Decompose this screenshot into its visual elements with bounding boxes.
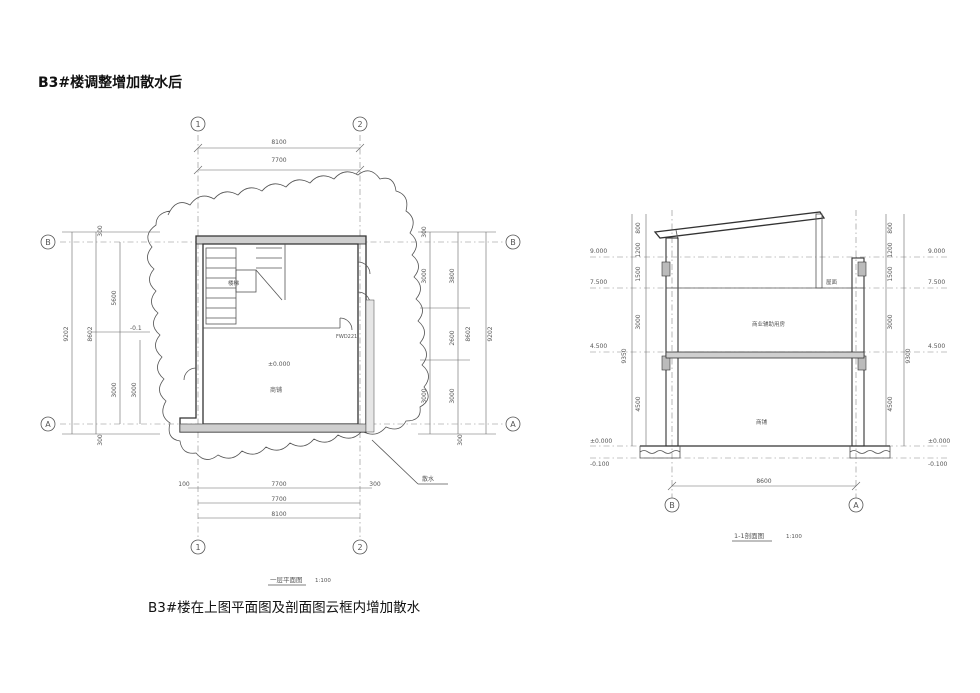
dim-sec-left-1200: 1200 <box>635 242 642 257</box>
room-shop: 商铺 <box>270 386 282 394</box>
note-apron: 散水 <box>422 475 434 483</box>
level-left: -0.1 <box>130 325 142 332</box>
grid-label-B-right: B <box>510 238 516 247</box>
revision-cloud <box>147 170 429 460</box>
grid-bubble-B-left <box>40 234 56 250</box>
section-drawing: 商业辅助用房 商铺 屋面 9.000 7.500 4.500 ±0.000 -0… <box>590 210 950 542</box>
page-title: B3#楼调整增加散水后 <box>38 75 183 91</box>
dim-right-300-bot: 300 <box>457 434 464 446</box>
dim-top-total: 8100 <box>271 139 286 146</box>
level-right-9000: 9.000 <box>928 248 945 255</box>
dim-left-300-top: 300 <box>97 225 104 237</box>
grid-bubble-B-right <box>505 234 521 250</box>
grid-bubble-1-top <box>190 116 206 132</box>
room-stair: 楼梯 <box>228 279 240 287</box>
grid-bubble-A-right <box>505 416 521 432</box>
dim-bottom-left: 100 <box>178 481 190 488</box>
level-right-0000: ±0.000 <box>928 438 950 445</box>
dim-top-inner: 7700 <box>271 157 286 164</box>
grid-label-2-top: 2 <box>357 120 362 129</box>
dim-right-9202: 9202 <box>487 326 494 341</box>
dim-right-3800: 3800 <box>449 268 456 283</box>
grid-bubble-1-bottom <box>190 539 206 555</box>
grid-bubble-2-bottom <box>352 539 368 555</box>
dim-sec-right-1500: 1500 <box>887 266 894 281</box>
room-upper: 商业辅助用房 <box>752 320 786 328</box>
section-title: 1-1剖面图 <box>734 531 764 540</box>
room-roof: 屋面 <box>826 279 838 286</box>
grid-label-2-bottom: 2 <box>357 543 362 552</box>
dim-left-9202: 9202 <box>63 326 70 341</box>
room-level: ±0.000 <box>268 361 290 368</box>
dim-sec-right-9300: 9300 <box>905 348 912 363</box>
grid-label-A-section: A <box>853 501 859 510</box>
dim-sec-left-4500: 4500 <box>635 396 642 411</box>
level-right-4500: 4.500 <box>928 343 945 350</box>
dim-left-3000: 3000 <box>111 382 118 397</box>
section-scale: 1:100 <box>786 534 802 540</box>
grid-label-B-section: B <box>669 501 675 510</box>
level-left-0100: -0.100 <box>590 461 610 468</box>
dim-left-300-bot: 300 <box>97 434 104 446</box>
grid-label-A-left: A <box>45 420 51 429</box>
level-right-0100: -0.100 <box>928 461 948 468</box>
dim-right-300-top: 300 <box>421 226 428 238</box>
dim-left-3000b: 3000 <box>131 382 138 397</box>
dim-sec-left-800: 800 <box>635 222 642 234</box>
dim-sec-left-9350: 9350 <box>621 348 628 363</box>
dim-sec-right-3000: 3000 <box>887 314 894 329</box>
dim-bottom-right: 300 <box>369 481 381 488</box>
section-levels-right: 9.000 7.500 4.500 ±0.000 -0.100 <box>928 248 950 468</box>
dim-sec-right-4500: 4500 <box>887 396 894 411</box>
dim-sec-bottom: 8600 <box>756 478 771 485</box>
dim-right-8602: 8602 <box>465 326 472 341</box>
level-left-7500: 7.500 <box>590 279 607 286</box>
level-right-7500: 7.500 <box>928 279 945 286</box>
grid-label-B-left: B <box>45 238 51 247</box>
plan-title: 一层平面图 <box>270 576 303 584</box>
dim-left-5600: 5600 <box>111 290 118 305</box>
dim-left-8602: 8602 <box>87 326 94 341</box>
dim-bottom-3: 8100 <box>271 511 286 518</box>
level-left-9000: 9.000 <box>590 248 607 255</box>
grid-bubble-A-left <box>40 416 56 432</box>
dim-bottom-2: 7700 <box>271 496 286 503</box>
dim-bottom-1: 7700 <box>271 481 286 488</box>
grid-label-1-bottom: 1 <box>195 543 200 552</box>
dim-sec-left-1500: 1500 <box>635 266 642 281</box>
dim-right-3000c: 3000 <box>449 388 456 403</box>
grid-bubble-2-top <box>352 116 368 132</box>
floor-plan: 8100 7700 1 2 9202 8602 5600 3000 3000 3… <box>40 116 521 586</box>
grid-bubble-B-section <box>664 497 680 513</box>
dim-right-2600: 2600 <box>449 330 456 345</box>
dim-sec-left-3000: 3000 <box>635 314 642 329</box>
door-tag: FWD221 <box>336 334 357 340</box>
plan-scale: 1:100 <box>315 578 331 584</box>
dim-sec-right-800: 800 <box>887 222 894 234</box>
level-left-4500: 4.500 <box>590 343 607 350</box>
stair <box>205 247 283 325</box>
grid-label-A-right: A <box>510 420 516 429</box>
dim-right-3000: 3000 <box>421 268 428 283</box>
section-levels-left: 9.000 7.500 4.500 ±0.000 -0.100 <box>590 248 612 468</box>
dim-right-3000b: 3000 <box>421 388 428 403</box>
page-caption: B3#楼在上图平面图及剖面图云框内增加散水 <box>148 600 421 616</box>
grid-bubble-A-section <box>848 497 864 513</box>
room-lower: 商铺 <box>756 418 768 426</box>
grid-label-1-top: 1 <box>195 120 200 129</box>
level-left-0000: ±0.000 <box>590 438 612 445</box>
dim-sec-right-1200: 1200 <box>887 242 894 257</box>
